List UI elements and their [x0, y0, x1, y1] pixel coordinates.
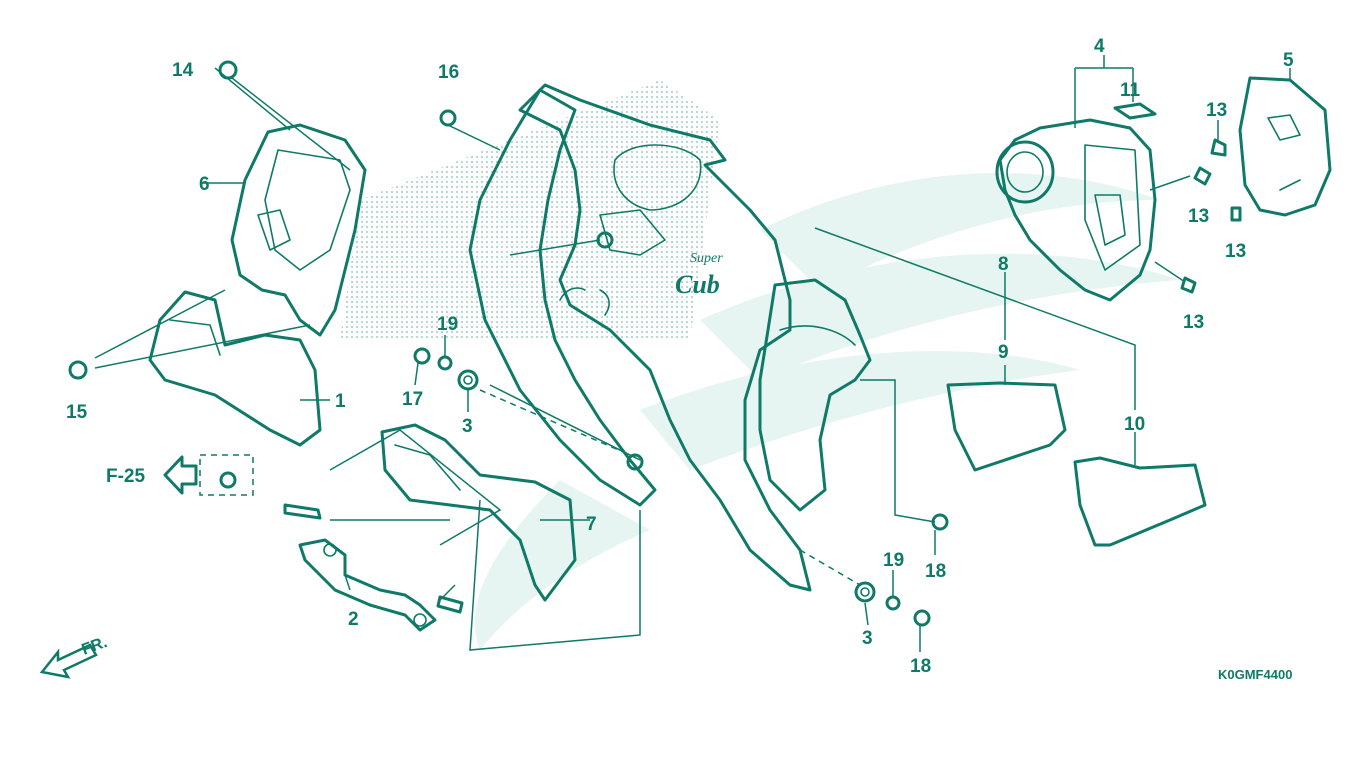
callout-1: 1 — [335, 391, 346, 412]
f25-reference-box — [163, 454, 254, 496]
part-12-grommet-top — [218, 60, 238, 80]
front-direction-marker: FR. — [39, 634, 110, 679]
callout-5: 5 — [1283, 50, 1294, 71]
part-13-screw-bottom — [913, 609, 931, 627]
callout-3-top: 3 — [462, 416, 473, 437]
callout-13-right: 18 — [925, 561, 946, 582]
super-emblem: Super — [690, 251, 723, 266]
part-3-grommet-bottom — [854, 581, 876, 603]
part-17-screw — [1180, 276, 1197, 294]
callout-11: 11 — [1120, 80, 1141, 101]
callout-13-bottom: 18 — [910, 656, 931, 677]
callout-10: 10 — [1124, 414, 1145, 435]
callout-7: 7 — [586, 514, 597, 535]
part-15-nut — [1210, 138, 1227, 157]
callout-13-top: 16 — [438, 62, 459, 83]
part-18-washer-bottom — [885, 595, 901, 611]
part-11-clip — [1113, 102, 1157, 120]
part-19-bolt-right — [436, 595, 464, 614]
callout-3-bottom: 3 — [862, 628, 873, 649]
cub-emblem: Cub — [675, 270, 720, 299]
callout-17: 13 — [1183, 312, 1204, 333]
front-marker-label: FR. — [80, 634, 110, 659]
callout-14: 13 — [1225, 241, 1246, 262]
callout-15: 13 — [1206, 100, 1227, 121]
front-arrow-icon — [39, 643, 98, 679]
part-6-inner-upper-cover — [230, 123, 367, 337]
diagram-reference-code: K0GMF4400 — [1218, 667, 1292, 682]
callout-2: 2 — [348, 609, 359, 630]
inner-fender — [758, 278, 872, 512]
leader-lines — [94, 55, 1291, 652]
part-5-pocket-lid — [1238, 76, 1332, 217]
part-19-bolt-left — [283, 503, 322, 520]
part-7-center-lower-cover — [380, 423, 577, 602]
part-9-pad — [946, 381, 1067, 472]
wing-watermark — [474, 172, 1180, 650]
part-14-pin — [1230, 206, 1242, 222]
part-13-screw-mid — [413, 347, 431, 365]
callout-labels: 14 6 15 1 16 19 17 3 7 2 4 11 5 13 13 13… — [66, 36, 1294, 677]
f25-arrow-icon — [163, 455, 198, 495]
callout-6: 6 — [199, 174, 210, 195]
part-2-stay — [298, 538, 437, 632]
callout-12-bottom: 15 — [66, 402, 88, 423]
callout-16: 13 — [1188, 206, 1209, 227]
part-16-screw — [1193, 166, 1212, 186]
honda-halftone-backdrop — [340, 80, 720, 340]
part-13-screw-top — [439, 109, 457, 127]
fasteners-right — [1180, 138, 1242, 294]
part-10-pad — [1073, 456, 1207, 547]
callout-4: 4 — [1094, 36, 1105, 57]
callout-9: 9 — [998, 342, 1009, 363]
part-4-pocket-cover — [995, 118, 1157, 302]
part-3-grommet-top — [457, 369, 479, 391]
part-1-inner-lower-panel — [148, 290, 322, 447]
callout-18-bottom: 19 — [883, 550, 904, 571]
f25-grommet — [219, 471, 237, 489]
callout-8: 8 — [998, 254, 1009, 275]
cross-reference-label: F-25 — [106, 466, 146, 487]
part-18-washer-top — [437, 355, 453, 371]
callout-12-top: 14 — [172, 60, 194, 81]
callout-13-mid: 17 — [402, 389, 423, 410]
part-12-grommet-bottom — [68, 360, 88, 380]
callout-18-top: 19 — [437, 314, 458, 335]
part-13-screw-right — [931, 513, 949, 531]
leg-shield-front: Super Cub — [468, 83, 812, 592]
